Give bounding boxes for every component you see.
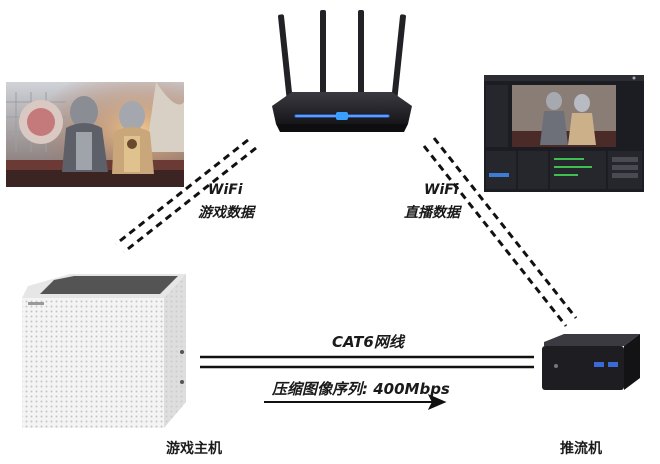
wifi-link-right (422, 137, 578, 327)
stream-pc-label: 推流机 (560, 441, 602, 457)
game-pc-label: 游戏主机 (166, 441, 222, 457)
cable-link (200, 355, 534, 369)
data-arrow (264, 394, 447, 410)
bandwidth-label: 压缩图像序列: 400Mbps (272, 380, 450, 398)
cable-label: CAT6网线 (332, 333, 404, 351)
router-icon (272, 10, 412, 132)
mini-pc-icon (542, 334, 640, 390)
wifi-right-label-1: WiFi (424, 182, 459, 198)
wifi-left-label-1: WiFi (208, 182, 243, 198)
game-pc-icon (22, 274, 186, 428)
game-screenshot (6, 82, 184, 187)
wifi-left-label-2: 游戏数据 (198, 205, 254, 221)
obs-screenshot (484, 75, 644, 192)
wifi-right-label-2: 直播数据 (404, 205, 460, 221)
wifi-link-left (115, 138, 257, 254)
